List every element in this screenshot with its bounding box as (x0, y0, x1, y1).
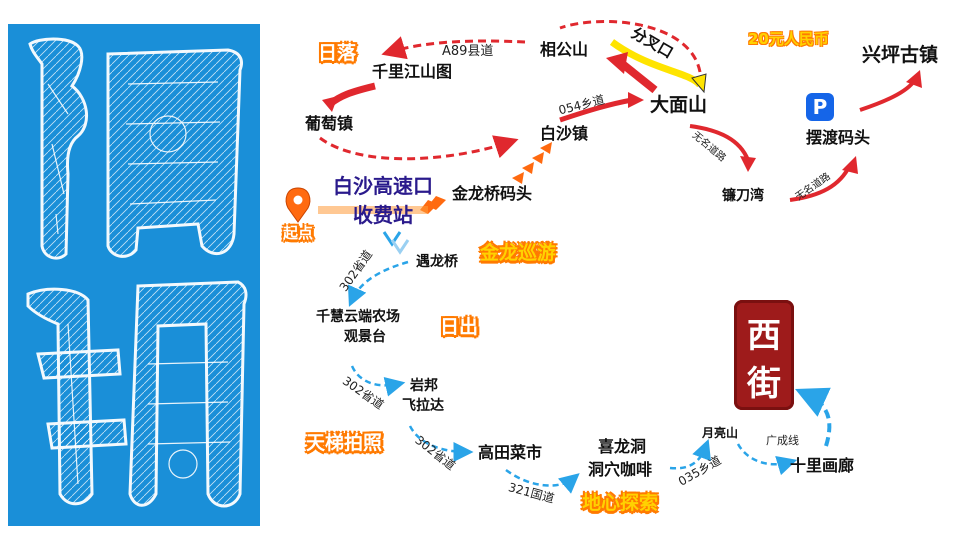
node-baidu: 摆渡码头 (806, 128, 871, 147)
route-035 (669, 438, 711, 470)
node-putao: 葡萄镇 (305, 114, 354, 133)
route-302a (347, 260, 409, 307)
route-yue-shili (736, 443, 798, 476)
route-start-yulong (382, 231, 402, 247)
node-guanjingtai: 观景台 (344, 329, 386, 345)
tag-sunset: 日落 (317, 42, 357, 65)
seal-char-1: 西 (747, 316, 781, 356)
node-shili: 十里画廊 (790, 456, 855, 475)
route-054 (559, 97, 633, 123)
calligraphy-art (26, 37, 248, 508)
route-jinlong-baisha (512, 142, 552, 184)
route-302b (350, 365, 406, 397)
node-qianhui: 千慧云端农场 (316, 309, 400, 325)
price-label: 20元人民币 (748, 30, 829, 48)
tag-ladder-photo: 天梯拍照 (305, 432, 383, 455)
road-guangcheng: 广成线 (766, 434, 799, 447)
seal-char-2: 街 (747, 364, 781, 404)
node-yanbang: 岩邦 (410, 378, 438, 394)
start-title-line2: 收费站 (353, 203, 413, 227)
start-station-title: 白沙高速口 收费站 (318, 172, 448, 230)
parking-icon: P (806, 93, 834, 121)
location-pin-icon (285, 187, 311, 223)
node-qianli: 千里江山图 (372, 62, 453, 81)
tag-sunrise: 日出 (439, 316, 479, 339)
route-damian-liandao (689, 124, 750, 161)
node-xilong: 喜龙洞 (598, 437, 647, 456)
node-yulongqiao: 遇龙桥 (416, 254, 458, 270)
node-xingping: 兴坪古镇 (862, 44, 939, 66)
route-a89 (381, 36, 526, 60)
start-highlight (318, 206, 428, 214)
tag-jinlong-cruise: 金龙巡游 (479, 242, 557, 265)
route-damian-xianggong (617, 58, 658, 94)
route-shili-west (795, 387, 832, 447)
route-302c (408, 425, 474, 462)
calligraphy-panel (8, 24, 260, 526)
road-a89: A89县道 (442, 44, 494, 59)
node-damianshan: 大面山 (650, 94, 708, 116)
tag-cave-explore: 地心探索 (581, 492, 659, 515)
start-tag: 起点 (282, 224, 314, 243)
node-xianggongshan: 相公山 (540, 40, 589, 59)
route-321 (505, 468, 580, 494)
route-top-arc (559, 20, 702, 73)
node-liandaowan: 镰刀湾 (722, 188, 764, 204)
start-title-line1: 白沙高速口 (333, 174, 433, 198)
route-putao-baisha (319, 135, 519, 161)
node-dongxue: 洞穴咖啡 (588, 460, 653, 479)
node-jinlongqiao: 金龙桥码头 (452, 184, 533, 203)
node-gaotian: 高田菜市 (478, 443, 543, 462)
route-qianli-putao (327, 82, 376, 107)
node-feilada: 飞拉达 (402, 398, 444, 414)
west-street-seal: 西 街 (734, 300, 794, 410)
node-baisha: 白沙镇 (540, 124, 589, 143)
node-yueliangshan: 月亮山 (702, 426, 739, 440)
route-baidu-xingping (859, 76, 918, 112)
